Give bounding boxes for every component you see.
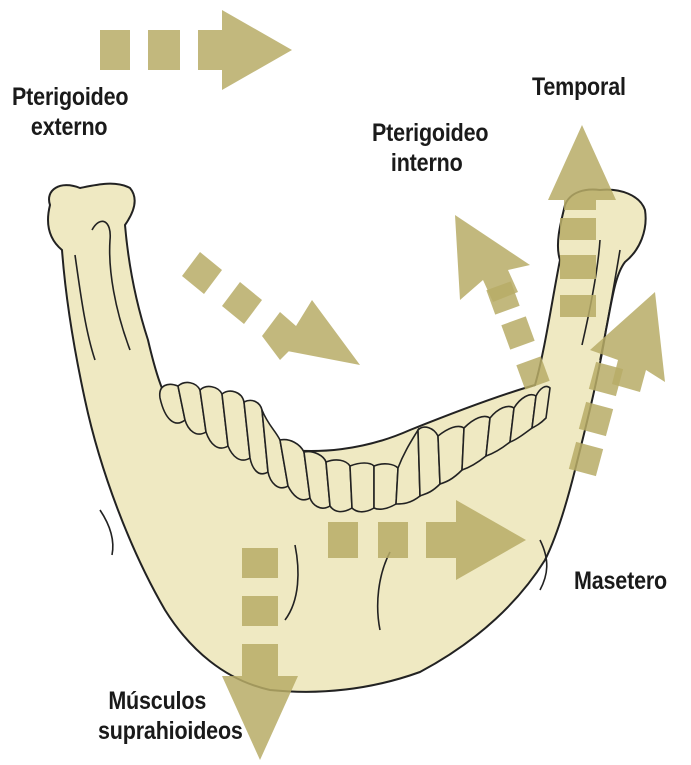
arrow-pterigoideo-externo-top — [100, 10, 292, 90]
label-temporal: Temporal — [532, 72, 626, 102]
label-musculos-suprahioideos: Músculos suprahioideos — [98, 686, 253, 746]
arrow-pterigoideo-externo-diag — [182, 252, 360, 365]
label-pterigoideo-interno: Pterigoideo interno — [372, 118, 518, 178]
label-pterigoideo-externo-line1: Pterigoideo — [12, 82, 158, 112]
mandible-body — [48, 184, 646, 692]
label-pterigoideo-externo-line2: externo — [12, 112, 158, 142]
arrow-pterigoideo-interno — [455, 215, 550, 390]
label-suprahioideos-line2: suprahioideos — [98, 716, 253, 746]
label-suprahioideos-line1: Músculos — [98, 686, 253, 716]
label-pterigoideo-interno-line1: Pterigoideo — [372, 118, 518, 148]
label-pterigoideo-interno-line2: interno — [372, 148, 518, 178]
label-pterigoideo-externo: Pterigoideo externo — [12, 82, 158, 142]
label-masetero: Masetero — [574, 566, 667, 596]
mandible-bone — [48, 184, 646, 692]
